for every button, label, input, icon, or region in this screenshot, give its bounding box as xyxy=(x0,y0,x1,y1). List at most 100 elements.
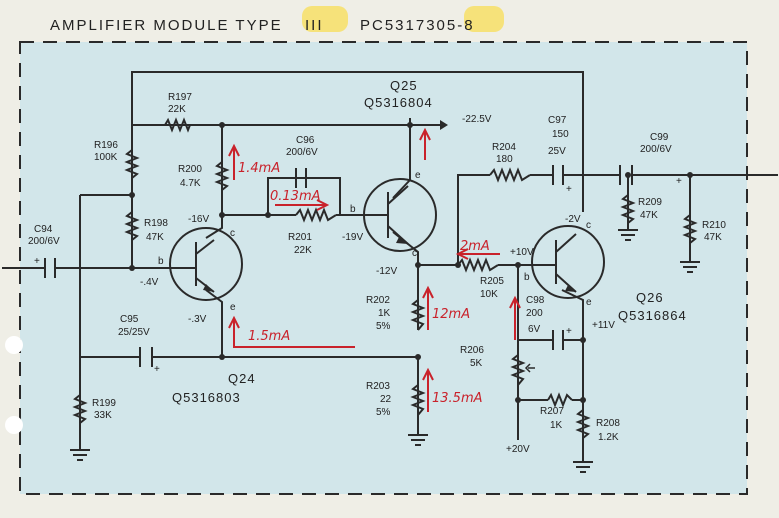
svg-text:R204: R204 xyxy=(492,142,516,153)
svg-text:-22.5V: -22.5V xyxy=(462,114,492,125)
svg-text:200/6V: 200/6V xyxy=(640,144,672,155)
svg-text:R207: R207 xyxy=(540,406,564,417)
r201-resistor xyxy=(295,207,337,223)
svg-text:5%: 5% xyxy=(376,321,391,332)
component-labels: Q25 Q5316804 Q24 Q5316803 Q26 Q5316864 R… xyxy=(28,78,726,455)
svg-text:25V: 25V xyxy=(548,146,566,157)
svg-text:4.7K: 4.7K xyxy=(180,178,201,189)
svg-text:1K: 1K xyxy=(378,308,391,319)
svg-text:+: + xyxy=(566,326,572,337)
svg-text:c: c xyxy=(230,228,235,239)
svg-text:1.4mA: 1.4mA xyxy=(238,161,280,176)
svg-text:22K: 22K xyxy=(294,245,312,256)
ground-symbols xyxy=(70,120,700,473)
module-border xyxy=(19,41,748,495)
svg-text:R196: R196 xyxy=(94,140,118,151)
svg-text:e: e xyxy=(586,297,592,308)
q26-part: Q5316864 xyxy=(618,308,687,323)
svg-text:C95: C95 xyxy=(120,314,139,325)
svg-text:R201: R201 xyxy=(288,232,312,243)
svg-text:200/6V: 200/6V xyxy=(286,147,318,158)
svg-text:47K: 47K xyxy=(704,232,722,243)
svg-text:R208: R208 xyxy=(596,418,620,429)
svg-text:-19V: -19V xyxy=(342,232,363,243)
svg-text:e: e xyxy=(230,302,236,313)
svg-text:+11V: +11V xyxy=(592,320,615,331)
binder-hole-icon xyxy=(5,416,23,434)
svg-text:R198: R198 xyxy=(144,218,168,229)
svg-text:1K: 1K xyxy=(550,420,563,431)
svg-text:200: 200 xyxy=(526,308,543,319)
svg-text:R203: R203 xyxy=(366,381,390,392)
type-numeral: III xyxy=(305,17,324,34)
q24-ref: Q24 xyxy=(228,371,256,386)
r197-resistor xyxy=(164,117,191,133)
svg-text:+: + xyxy=(676,176,682,187)
svg-text:13.5mA: 13.5mA xyxy=(432,391,483,406)
capacitors: ++ +++ xyxy=(34,165,682,375)
current-annotations xyxy=(228,127,521,412)
red-current-labels: 1.4mA 0.13mA 2mA 1.5mA 12mA 13.5mA xyxy=(238,161,490,406)
svg-text:c: c xyxy=(412,248,417,259)
svg-text:+10V: +10V xyxy=(510,247,534,258)
svg-text:5%: 5% xyxy=(376,407,391,418)
svg-text:c: c xyxy=(586,220,591,231)
r208-resistor xyxy=(575,409,591,439)
svg-text:1.5mA: 1.5mA xyxy=(248,329,290,344)
title-highlight xyxy=(302,6,348,32)
svg-text:b: b xyxy=(350,204,356,215)
transistor-q25 xyxy=(363,178,437,252)
svg-text:e: e xyxy=(415,170,421,181)
resistors xyxy=(72,117,698,439)
svg-text:47K: 47K xyxy=(146,232,164,243)
module-title: AMPLIFIER MODULE TYPE xyxy=(50,17,283,34)
q25-part: Q5316804 xyxy=(364,95,433,110)
transistor-q24 xyxy=(169,227,243,301)
r209-resistor xyxy=(620,194,636,224)
svg-text:C96: C96 xyxy=(296,135,315,146)
svg-text:R202: R202 xyxy=(366,295,390,306)
svg-text:-16V: -16V xyxy=(188,214,209,225)
svg-text:1.2K: 1.2K xyxy=(598,432,619,443)
svg-text:33K: 33K xyxy=(94,410,112,421)
svg-text:R210: R210 xyxy=(702,220,726,231)
part-highlight xyxy=(464,6,504,32)
svg-text:C99: C99 xyxy=(650,132,669,143)
svg-text:R205: R205 xyxy=(480,276,504,287)
svg-text:R199: R199 xyxy=(92,398,116,409)
svg-text:R209: R209 xyxy=(638,197,662,208)
svg-text:-.4V: -.4V xyxy=(140,277,159,288)
r207-resistor xyxy=(547,392,573,408)
r196-resistor xyxy=(124,149,140,179)
svg-text:2mA: 2mA xyxy=(460,239,490,254)
svg-text:25/25V: 25/25V xyxy=(118,327,150,338)
r203-resistor xyxy=(410,384,426,416)
svg-text:47K: 47K xyxy=(640,210,658,221)
q26-ref: Q26 xyxy=(636,290,664,305)
q25-ref: Q25 xyxy=(390,78,418,93)
svg-text:0.13mA: 0.13mA xyxy=(270,189,321,204)
svg-text:+20V: +20V xyxy=(506,444,530,455)
svg-text:10K: 10K xyxy=(480,289,498,300)
svg-text:R197: R197 xyxy=(168,92,192,103)
svg-text:12mA: 12mA xyxy=(432,307,470,322)
svg-text:22: 22 xyxy=(380,394,392,405)
r206-resistor xyxy=(510,354,526,386)
svg-text:R206: R206 xyxy=(460,345,484,356)
svg-text:22K: 22K xyxy=(168,104,186,115)
svg-text:6V: 6V xyxy=(528,324,541,335)
svg-text:+: + xyxy=(566,184,572,195)
r210-resistor xyxy=(682,214,698,244)
svg-text:b: b xyxy=(158,256,164,267)
svg-text:+: + xyxy=(154,364,160,375)
r199-resistor xyxy=(72,394,88,424)
r198-resistor xyxy=(124,211,140,241)
svg-text:C94: C94 xyxy=(34,224,53,235)
svg-text:100K: 100K xyxy=(94,152,118,163)
q24-part: Q5316803 xyxy=(172,390,241,405)
r204-resistor xyxy=(489,167,531,183)
svg-text:5K: 5K xyxy=(470,358,483,369)
r200-resistor xyxy=(214,161,230,191)
